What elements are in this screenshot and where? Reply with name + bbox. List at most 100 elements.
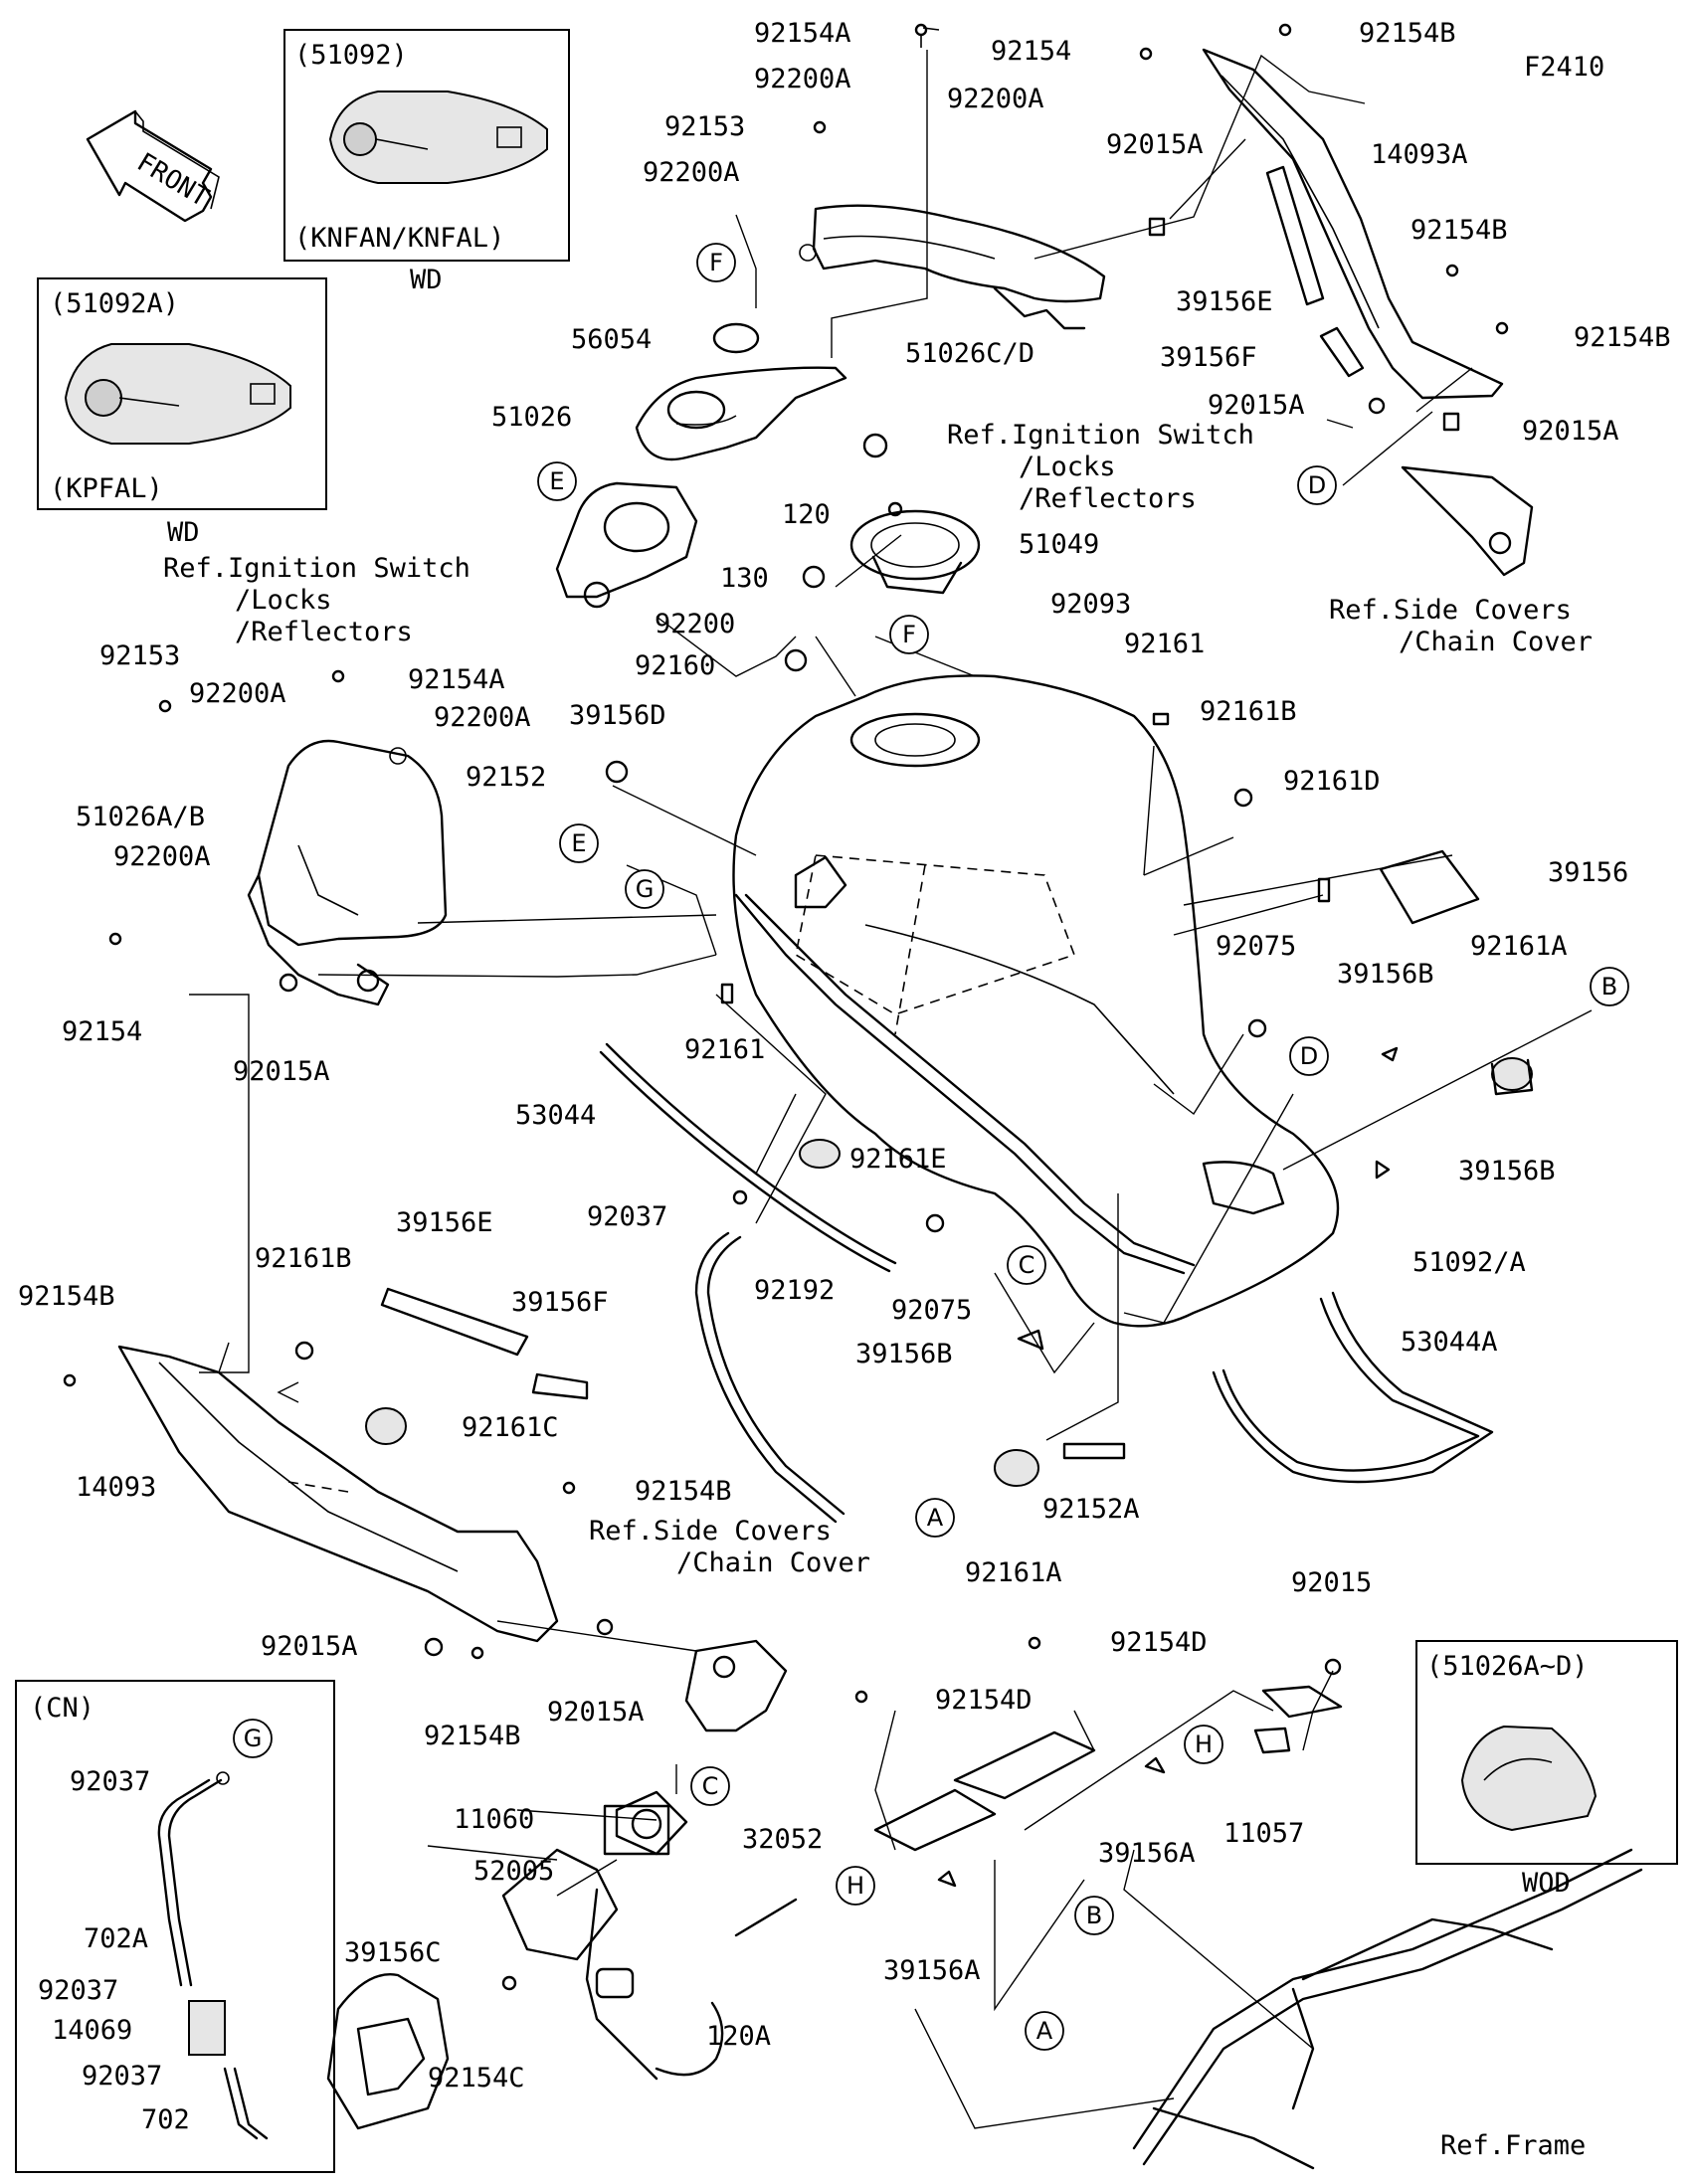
part-label: 92154A — [754, 18, 851, 49]
part-label: 92037 — [38, 1975, 118, 2006]
pump-52005 — [501, 1804, 724, 2081]
part-label: 39156B — [855, 1339, 953, 1369]
svg-text:G: G — [244, 1725, 263, 1752]
part-label: 92200A — [189, 678, 286, 709]
part-label: 32052 — [742, 1824, 823, 1855]
callout-b: B — [1590, 967, 1629, 1006]
svg-text:F: F — [709, 249, 723, 276]
part-label: 92015A — [233, 1056, 330, 1087]
callout-e: E — [559, 823, 599, 863]
part-label: 92200A — [947, 84, 1044, 114]
damper-92161A-upper — [1490, 1057, 1534, 1096]
part-label: 92192 — [754, 1275, 835, 1306]
ref-ignition-upper-line1: Ref.Ignition Switch — [947, 420, 1254, 451]
part-label: 39156B — [1458, 1156, 1556, 1186]
svg-text:H: H — [846, 1872, 864, 1900]
variant-box-51092A: (51092A) (KPFAL) — [37, 277, 327, 510]
part-label: 39156E — [396, 1207, 493, 1238]
callout-f: F — [889, 615, 929, 654]
part-label: 92015A — [1522, 416, 1619, 447]
strip-53044A — [1212, 1291, 1494, 1484]
part-label: 92154 — [991, 36, 1071, 67]
part-label: 39156F — [511, 1287, 609, 1318]
callout-d: D — [1297, 465, 1337, 505]
svg-text:A: A — [1036, 2017, 1053, 2045]
variant-caption: WD — [410, 265, 443, 295]
variant-models: (KNFAN/KNFAL) — [294, 223, 504, 254]
ref-side-covers-upper-line2: /Chain Cover — [1399, 627, 1593, 657]
side-panel-14093 — [117, 1345, 559, 1643]
svg-text:B: B — [1086, 1902, 1102, 1929]
part-label: 702 — [141, 2104, 190, 2135]
part-label: 92200A — [754, 64, 851, 94]
part-label: 92200 — [655, 609, 735, 639]
part-label: 92152 — [466, 762, 546, 793]
part-label: 92037 — [82, 2061, 162, 2092]
variant-code: (51092A) — [50, 288, 179, 319]
part-label: 53044A — [1401, 1327, 1498, 1358]
part-label: 92161A — [965, 1557, 1062, 1588]
part-label: 92037 — [70, 1766, 150, 1797]
part-label: 11060 — [454, 1804, 534, 1835]
part-label: 130 — [720, 563, 769, 594]
callout-b: B — [1074, 1896, 1114, 1935]
part-label: 92200A — [434, 702, 531, 733]
variant-code: (CN) — [30, 1693, 94, 1724]
part-label: 39156A — [883, 1955, 981, 1986]
svg-text:D: D — [1308, 471, 1326, 499]
ref-side-covers-upper-line1: Ref.Side Covers — [1329, 595, 1572, 626]
svg-text:H: H — [1195, 1730, 1213, 1758]
strip-39156F-lower — [531, 1372, 589, 1400]
svg-text:G: G — [636, 875, 655, 903]
filler-cap-51049 — [849, 509, 981, 595]
part-label: 92015A — [1208, 390, 1305, 421]
part-label: 39156D — [569, 700, 666, 731]
hose-92192 — [694, 1231, 838, 1524]
front-arrow: FRONT — [86, 109, 220, 223]
bracket-11057 — [1253, 1685, 1343, 1754]
part-label: 92075 — [891, 1295, 972, 1326]
part-label: 56054 — [571, 324, 652, 355]
svg-text:C: C — [1019, 1251, 1035, 1279]
part-label: 92200A — [643, 157, 740, 188]
part-label: 92161C — [462, 1412, 559, 1443]
part-label: 92154B — [635, 1476, 732, 1507]
part-label: 92154B — [1410, 215, 1508, 246]
part-label: 92161 — [684, 1034, 765, 1065]
tank-cover-51026AB — [247, 739, 448, 1006]
figure-id: F2410 — [1524, 52, 1604, 83]
part-label: 11057 — [1223, 1818, 1304, 1849]
bracket-32052 — [873, 1730, 1096, 1852]
leader-lines — [189, 27, 1593, 2129]
fasteners — [63, 23, 1509, 1991]
ref-ignition-left-line1: Ref.Ignition Switch — [163, 553, 470, 584]
strip-39156E-lower — [380, 1287, 529, 1357]
callout-d: D — [1289, 1036, 1329, 1076]
callout-h: H — [836, 1866, 875, 1906]
part-label: 92015A — [547, 1697, 645, 1728]
part-label: 39156C — [344, 1937, 442, 1968]
svg-text:E: E — [549, 467, 564, 495]
part-label: 92161 — [1124, 629, 1205, 659]
ref-ignition-upper-line2: /Locks — [1019, 452, 1116, 482]
part-label: 53044 — [515, 1100, 596, 1131]
callout-a: A — [915, 1498, 955, 1538]
part-label: 92154B — [1574, 322, 1671, 353]
part-label: 51026 — [491, 402, 572, 433]
part-label: 39156A — [1098, 1838, 1196, 1869]
gasket-56054 — [712, 322, 760, 354]
part-label: 92154B — [424, 1721, 521, 1751]
svg-text:E: E — [571, 829, 586, 857]
variant-box-51026A-D: (51026A~D) — [1415, 1640, 1678, 1865]
part-label: 51092/A — [1412, 1247, 1526, 1278]
part-label: 92161B — [1200, 696, 1297, 727]
part-label: 92160 — [635, 650, 715, 681]
part-label: 39156B — [1337, 959, 1434, 990]
side-panel-14093A — [1202, 48, 1504, 400]
part-label: 51026C/D — [905, 338, 1034, 369]
part-label: 51026A/B — [76, 802, 205, 832]
part-label: 92154B — [18, 1281, 115, 1312]
part-label: 92154A — [408, 664, 505, 695]
part-label: 92161A — [1470, 931, 1568, 962]
